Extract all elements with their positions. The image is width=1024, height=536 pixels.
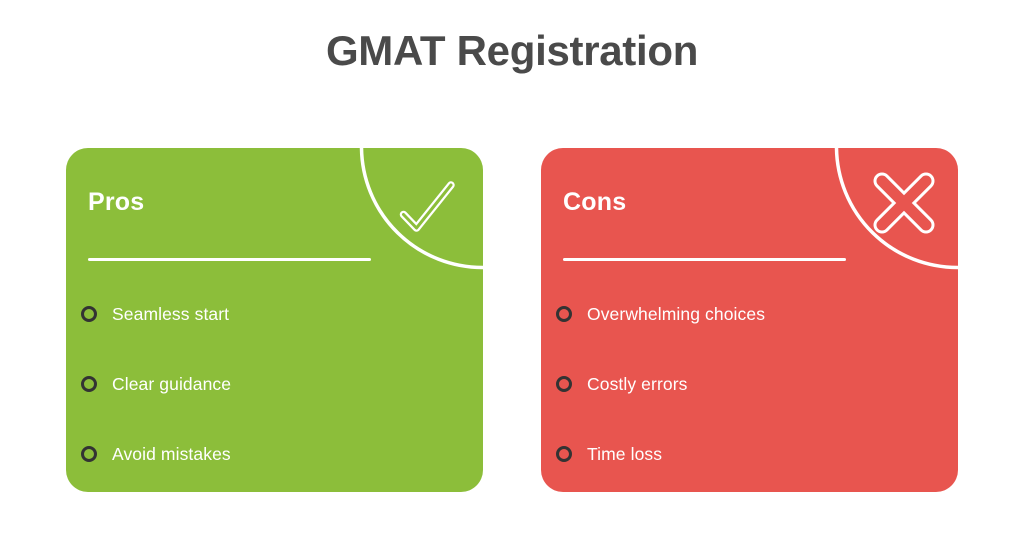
list-item-label: Costly errors [587,373,688,394]
circle-bullet-icon [556,376,572,392]
corner-arc [359,148,483,270]
list-item-label: Overwhelming choices [587,303,766,324]
page-title: GMAT Registration [325,27,699,74]
pros-card: Pros Seamless start Clear guidance Avoid… [66,148,483,492]
cons-heading: Cons [563,188,627,216]
checkmark-icon [399,181,455,232]
cons-list: Overwhelming choices Costly errors Time … [556,279,946,489]
circle-bullet-icon [556,306,572,322]
cons-card: Cons Overwhelming choices Costly errors … [541,148,958,492]
cons-divider [563,258,846,261]
circle-bullet-icon [81,376,97,392]
circle-bullet-icon [81,446,97,462]
list-item-label: Time loss [587,443,663,464]
list-item[interactable]: Time loss [556,419,946,489]
cross-icon [873,172,935,234]
pros-list: Seamless start Clear guidance Avoid mist… [81,279,471,489]
list-item-label: Avoid mistakes [112,443,231,464]
cons-corner-decoration [833,148,958,273]
pros-heading: Pros [88,188,145,216]
circle-bullet-icon [81,306,97,322]
pros-corner-decoration [358,148,483,273]
list-item[interactable]: Overwhelming choices [556,279,946,349]
list-item[interactable]: Seamless start [81,279,471,349]
list-item-label: Clear guidance [112,373,232,394]
list-item[interactable]: Costly errors [556,349,946,419]
list-item-label: Seamless start [112,303,230,324]
list-item[interactable]: Clear guidance [81,349,471,419]
circle-bullet-icon [556,446,572,462]
list-item[interactable]: Avoid mistakes [81,419,471,489]
pros-divider [88,258,371,261]
corner-arc [834,148,958,270]
